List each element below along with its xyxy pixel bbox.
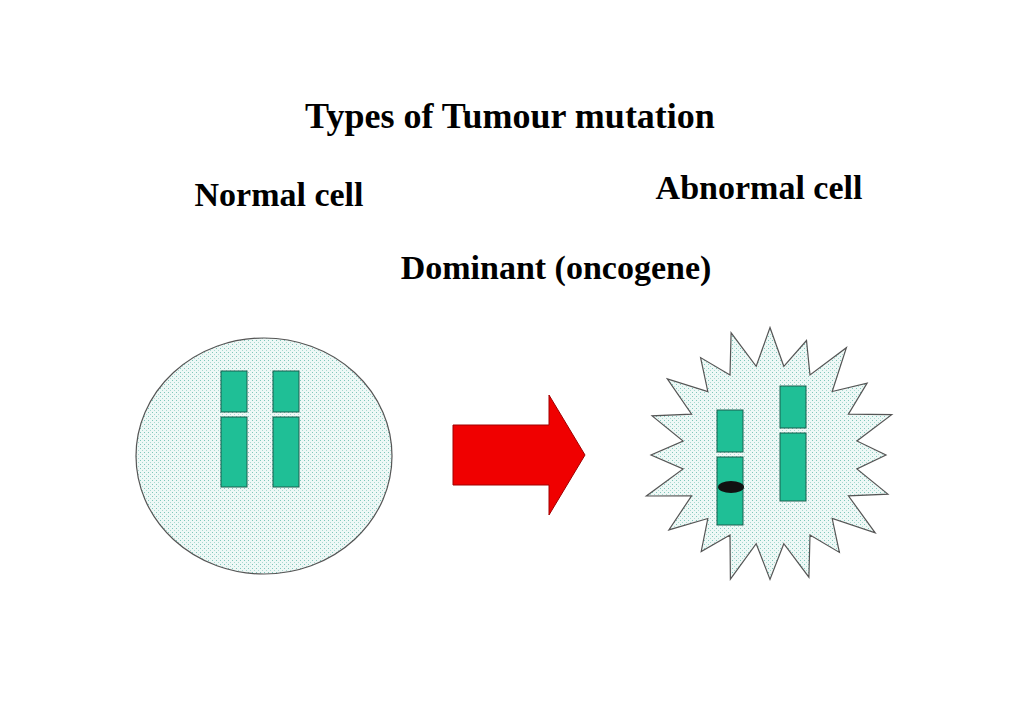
mutation-mark: [718, 481, 744, 493]
diagram-title: Types of Tumour mutation: [305, 97, 715, 137]
normal-cell: [136, 338, 392, 574]
abnormal-cell: [646, 328, 891, 580]
red-arrow: [453, 395, 585, 515]
abnormal-chromosomes: [717, 386, 806, 525]
cell-label: Abnormal cell: [656, 169, 863, 206]
cell-label: Normal cell: [195, 176, 364, 213]
mutation-type-label: Dominant (oncogene): [401, 249, 712, 286]
normal-chromosomes: [221, 371, 299, 487]
